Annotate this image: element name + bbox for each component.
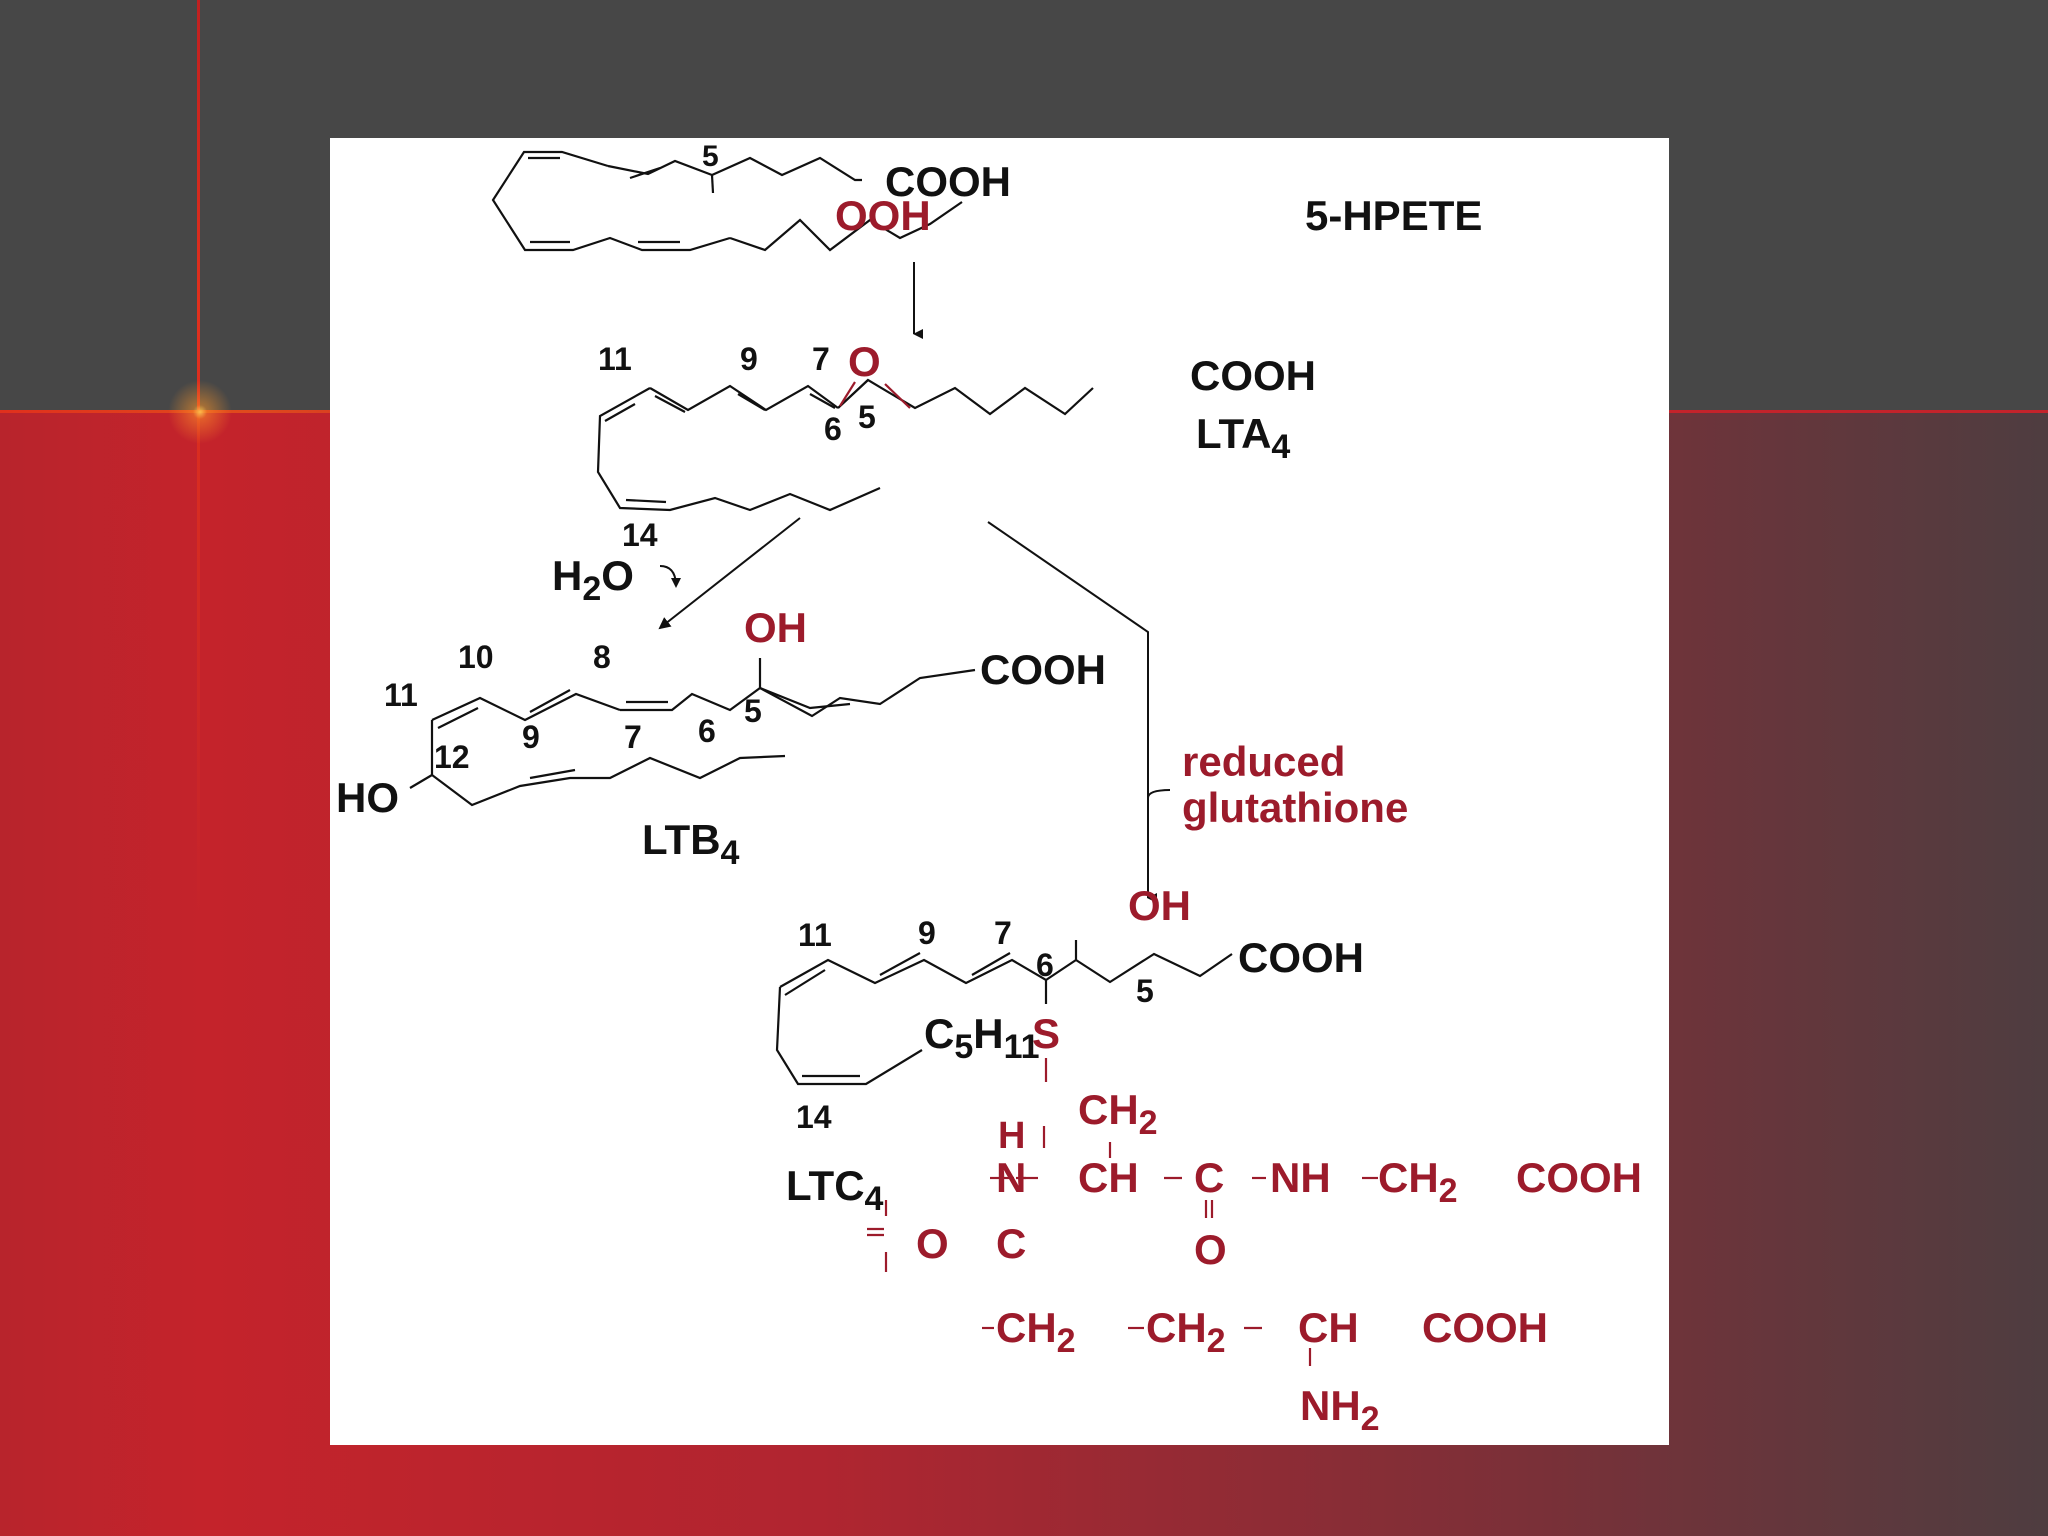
gsh-nh-label: NH <box>1270 1154 1331 1201</box>
hpete-structure <box>491 150 963 252</box>
gsh-glycine-cooh-label: COOH <box>1516 1154 1642 1201</box>
ltb4-carbon-10-label: 10 <box>458 639 494 675</box>
gsh-glutamyl-o-label: O <box>916 1220 949 1267</box>
gsh-amide-c-label: C <box>1194 1154 1224 1201</box>
diagram-panel: COOH OOH 5 5-HPETE O 11 9 7 6 5 14 COOH … <box>330 138 1669 1445</box>
ltc4-sulfur-label: S <box>1032 1010 1060 1057</box>
ltb4-name-label: LTB4 <box>642 816 740 872</box>
glutathione-bonds <box>867 1058 1378 1366</box>
water-label: H2O <box>552 552 634 608</box>
hpete-cooh-label: COOH <box>885 158 1011 205</box>
lta4-epoxide <box>839 381 911 409</box>
reagent-line2-label: glutathione <box>1182 784 1408 831</box>
lta4-carbon-6-label: 6 <box>824 411 842 447</box>
lta4-name-label: LTA4 <box>1196 410 1290 466</box>
reagent-hook <box>1147 789 1171 799</box>
lta4-carbon-7-label: 7 <box>812 341 830 377</box>
ltc4-carbon-6-label: 6 <box>1036 947 1054 983</box>
lta4-carbon-14-label: 14 <box>622 517 658 553</box>
ltc4-carbon-7-label: 7 <box>994 915 1012 951</box>
lta4-structure <box>596 378 1094 512</box>
ltb4-carbon-12-label: 12 <box>434 739 470 775</box>
ltc4-oh-label: OH <box>1128 882 1191 929</box>
gsh-glycine-ch2-label: CH2 <box>1378 1154 1458 1210</box>
ltb4-oh-label: OH <box>744 604 807 651</box>
hpete-carbon-5-label: 5 <box>702 140 719 173</box>
decorative-glow <box>150 362 250 462</box>
gsh-glutamyl-ch2-a-label: CH2 <box>996 1304 1076 1360</box>
lta4-carbon-9-label: 9 <box>740 341 758 377</box>
leukotriene-pathway-diagram: COOH OOH 5 5-HPETE O 11 9 7 6 5 14 COOH … <box>336 140 1642 1438</box>
gsh-cysteine-ch-label: CH <box>1078 1154 1139 1201</box>
ltb4-carbon-8-label: 8 <box>593 639 611 675</box>
ltc4-carbon-5-label: 5 <box>1136 973 1154 1009</box>
ltc4-carbon-11-label: 11 <box>798 917 832 953</box>
ltc4-cooh-label: COOH <box>1238 934 1364 981</box>
ltc4-structure <box>775 940 1233 1086</box>
ltb4-ho-label: HO <box>336 774 399 821</box>
gsh-glutamyl-c-label: C <box>996 1220 1026 1267</box>
ltb4-carbon-11-label: 11 <box>384 677 418 713</box>
hpete-name-label: 5-HPETE <box>1305 192 1482 239</box>
gsh-glutamyl-cooh-label: COOH <box>1422 1304 1548 1351</box>
lta4-cooh-label: COOH <box>1190 352 1316 399</box>
gsh-cysteine-ch2-label: CH2 <box>1078 1086 1158 1142</box>
ltb4-carbon-5-label: 5 <box>744 693 762 729</box>
gsh-glutamyl-ch2-b-label: CH2 <box>1146 1304 1226 1360</box>
ltc4-c5h11-label: C5H11 <box>924 1010 1040 1066</box>
ltb4-structure <box>409 658 976 807</box>
lta4-carbon-11-label: 11 <box>598 341 632 377</box>
gsh-amide-n-label: N <box>996 1154 1026 1201</box>
reagent-line1-label: reduced <box>1182 738 1345 785</box>
gsh-glutamyl-ch-label: CH <box>1298 1304 1359 1351</box>
ltb4-cooh-label: COOH <box>980 646 1106 693</box>
ltb4-carbon-6-label: 6 <box>698 713 716 749</box>
gsh-amide-h-label: H <box>998 1115 1025 1157</box>
ltc4-carbon-14-label: 14 <box>796 1099 832 1135</box>
arrow-lta4-to-ltc4 <box>987 521 1157 903</box>
decorative-vertical-line <box>197 0 200 1536</box>
ltc4-name-label: LTC4 <box>786 1162 884 1218</box>
ltb4-carbon-7-label: 7 <box>624 719 642 755</box>
lta4-carbon-5-label: 5 <box>858 399 876 435</box>
arrow-lta4-to-ltb4 <box>658 517 801 630</box>
water-arrowhead <box>671 578 681 588</box>
ltb4-carbon-9-label: 9 <box>522 719 540 755</box>
gsh-nh2-label: NH2 <box>1300 1382 1380 1438</box>
hpete-ooh-label: OOH <box>835 192 931 239</box>
lta4-epoxide-o-label: O <box>848 338 881 385</box>
gsh-amide-o-label: O <box>1194 1226 1227 1273</box>
ltc4-carbon-9-label: 9 <box>918 915 936 951</box>
